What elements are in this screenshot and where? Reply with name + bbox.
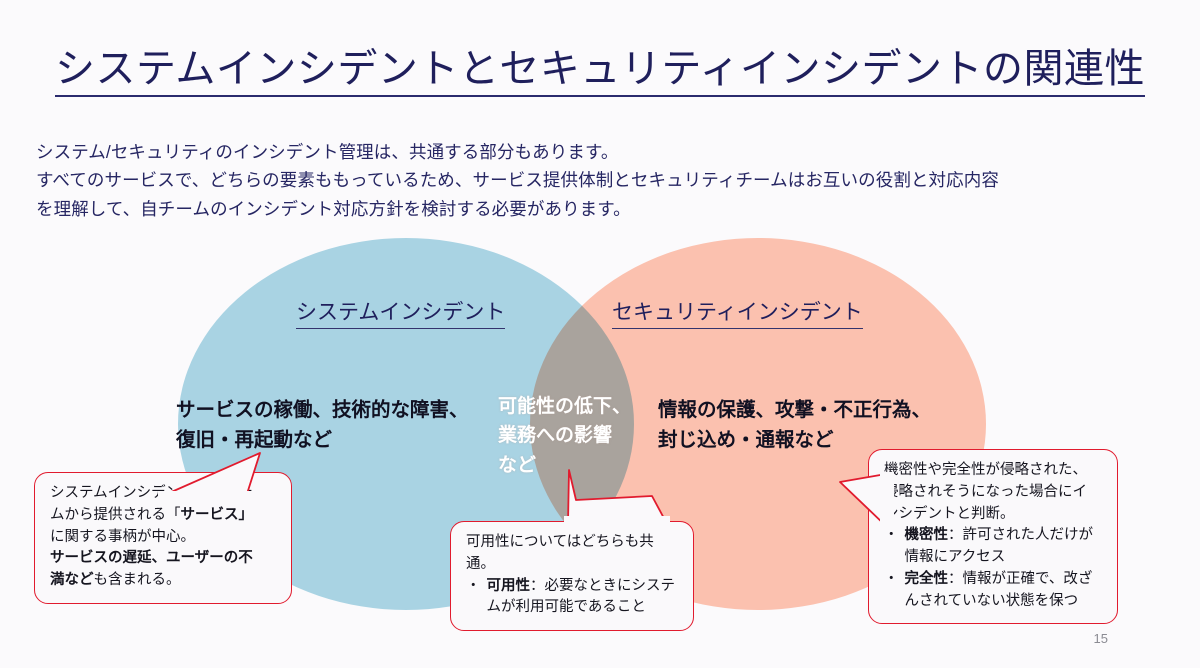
callout-right-item2-text: 完全性：情報が正確で、改ざんされていない状態を保つ xyxy=(905,569,1105,613)
lead-line-2: すべてのサービスで、どちらの要素ももっているため、サービス提供体制とセキュリティ… xyxy=(36,170,999,191)
callout-right-item1-sep: ： xyxy=(948,527,963,544)
callout-right-line2: 侵略されそうになった場合にイ xyxy=(884,483,1087,500)
venn-body-overlap-line3: など xyxy=(498,454,537,476)
venn-body-security-line2: 封じ込め・通報など xyxy=(658,428,834,451)
callout-middle-term: 可用性 xyxy=(486,577,531,594)
callout-right: 機密性や完全性が侵略された、 侵略されそうになった場合にイ ンシデントと判断。 … xyxy=(868,449,1118,625)
bullet-icon: ・ xyxy=(884,570,899,587)
callout-middle-sep: ： xyxy=(530,577,545,594)
callout-left-line2-bold: サービス xyxy=(180,506,239,523)
callout-left-line3: に関する事柄が中心。 xyxy=(50,528,195,545)
callout-left-line5: 満なども含まれる。 xyxy=(50,570,278,592)
lead-line-1: システム/セキュリティのインシデント管理は、共通する部分もあります。 xyxy=(36,142,619,162)
page-number: 15 xyxy=(1093,631,1108,646)
venn-body-overlap-line2: 業務への影響 xyxy=(498,425,613,447)
lead-paragraph: システム/セキュリティのインシデント管理は、共通する部分もあります。 すべてのサ… xyxy=(36,138,1180,223)
venn-body-system-line1: サービスの稼働、技術的な障害、 xyxy=(176,399,469,421)
venn-body-overlap: 可能性の低下、 業務への影響 など xyxy=(498,392,631,480)
callout-middle-desc-l1: 必要なときにシステ xyxy=(544,577,676,594)
callout-right-item1-text: 機密性：許可された人だけが情報にアクセス xyxy=(905,525,1105,569)
lead-line-3: を理解して、自チームのインシデント対応方針を検討する必要があります。 xyxy=(36,198,631,219)
venn-label-security: セキュリティインシデント xyxy=(612,296,863,329)
callout-left-line2-a: ムから提供される「 xyxy=(50,506,181,523)
page-title-text: システムインシデントとセキュリティインシデントの関連性 xyxy=(55,47,1145,97)
callout-right-bullet-item-1: ・ 機密性：許可された人だけが情報にアクセス xyxy=(884,525,1104,569)
venn-body-security: 情報の保護、攻撃・不正行為、 封じ込め・通報など xyxy=(658,396,931,455)
callout-middle-item-text: 可用性：必要なときにシステムが利用可能であること xyxy=(487,576,681,620)
callout-right-line3: ンシデントと判断。 xyxy=(884,505,1015,522)
callout-middle-desc-l2: ムが利用可能であること xyxy=(486,599,646,616)
callout-middle: 可用性についてはどちらも共通。 ・ 可用性：必要なときにシステムが利用可能である… xyxy=(450,521,694,631)
callout-left-line2-c: 」 xyxy=(238,506,254,523)
callout-right-item1-l2: 情報にアクセス xyxy=(904,549,1006,565)
page-title: システムインシデントとセキュリティインシデントの関連性 xyxy=(0,46,1200,97)
callout-right-tail xyxy=(836,470,896,534)
callout-left-line4: サービスの遅延、ユーザーの不 xyxy=(50,548,278,570)
callout-left-tail xyxy=(148,451,278,503)
venn-body-overlap-line1: 可能性の低下、 xyxy=(498,396,632,417)
callout-middle-bullet-item: ・ 可用性：必要なときにシステムが利用可能であること xyxy=(466,576,680,620)
callout-right-item2-sep: ： xyxy=(948,570,963,587)
venn-body-system: サービスの稼働、技術的な障害、 復旧・再起動など xyxy=(176,396,469,455)
callout-left-line5-bold: 満など xyxy=(50,572,94,588)
callout-right-item2-term: 完全性 xyxy=(904,570,949,587)
callout-left-line2: ムから提供される「サービス」 xyxy=(50,505,278,527)
callout-left-line4-bold: サービスの遅延、ユーザーの不 xyxy=(50,550,253,567)
venn-body-security-line1: 情報の保護、攻撃・不正行為、 xyxy=(658,399,932,421)
callout-right-line1: 機密性や完全性が侵略された、 xyxy=(884,462,1087,478)
bullet-icon: ・ xyxy=(466,577,481,594)
venn-body-system-line2: 復旧・再起動など xyxy=(176,428,333,451)
callout-right-item2-l2: んされていない状態を保つ xyxy=(904,592,1079,609)
callout-middle-line1: 可用性についてはどちらも共通。 xyxy=(466,534,654,572)
callout-middle-tail xyxy=(556,466,676,530)
callout-left-line5-rest: も含まれる。 xyxy=(93,572,181,588)
callout-right-item2-l1: 情報が正確で、改ざ xyxy=(962,570,1093,587)
callout-right-item1-term: 機密性 xyxy=(904,527,949,544)
venn-label-system: システムインシデント xyxy=(296,296,506,329)
callout-right-bullet-item-2: ・ 完全性：情報が正確で、改ざんされていない状態を保つ xyxy=(884,569,1104,613)
callout-right-item1-l1: 許可された人だけが xyxy=(962,527,1094,544)
